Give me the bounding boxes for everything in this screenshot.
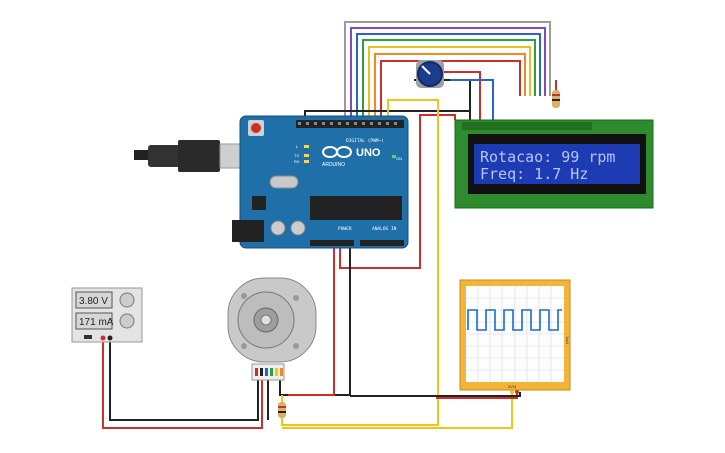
arduino-model: UNO: [356, 147, 381, 159]
voltage-readout: 3.80 V: [79, 296, 108, 307]
lcd-line-1: Rotacao: 99 rpm: [480, 148, 615, 166]
dc-motor[interactable]: [227, 277, 317, 381]
lcd-module: Rotacao: 99 rpm Freq: 1.7 Hz: [454, 119, 654, 209]
current-readout: 171 mA: [79, 317, 114, 328]
usb-cable: [134, 140, 249, 172]
atmega-chip: [310, 196, 402, 220]
scope-waveform: [467, 309, 562, 331]
scope-bottom-label: 5V/d: [508, 384, 516, 389]
lcd-line-2: Freq: 1.7 Hz: [480, 165, 588, 183]
digital-header[interactable]: [296, 120, 404, 128]
arduino-logo: [322, 146, 352, 158]
digital-header-label: DIGITAL (PWM~): [346, 138, 384, 144]
power-jack: [232, 220, 264, 242]
scope-side-label: 1s/d: [565, 336, 570, 344]
arduino-board[interactable]: DIGITAL (PWM~) UNO ARDUINO ON L TX RX PO…: [232, 115, 409, 249]
voltage-knob[interactable]: [119, 292, 135, 308]
current-knob[interactable]: [119, 313, 135, 329]
resistor-motor: [278, 402, 286, 418]
power-supply[interactable]: 3.80 V 171 mA: [71, 287, 143, 343]
oscilloscope[interactable]: 1s/d 5V/d: [459, 279, 571, 394]
power-header-label: POWER: [338, 226, 352, 232]
analog-header-label: ANALOG IN: [372, 226, 397, 232]
led-l-label: L: [296, 144, 299, 149]
led-rx-label: RX: [294, 159, 300, 164]
power-header[interactable]: [310, 240, 354, 246]
led-tx-label: TX: [294, 153, 299, 158]
on-label: ON: [396, 156, 402, 161]
lcd-screen: [474, 144, 640, 184]
wires: [102, 21, 557, 429]
analog-header[interactable]: [360, 240, 404, 246]
resistor-lcd: [552, 90, 560, 108]
potentiometer[interactable]: [416, 60, 444, 88]
arduino-brand: ARDUINO: [322, 162, 345, 168]
